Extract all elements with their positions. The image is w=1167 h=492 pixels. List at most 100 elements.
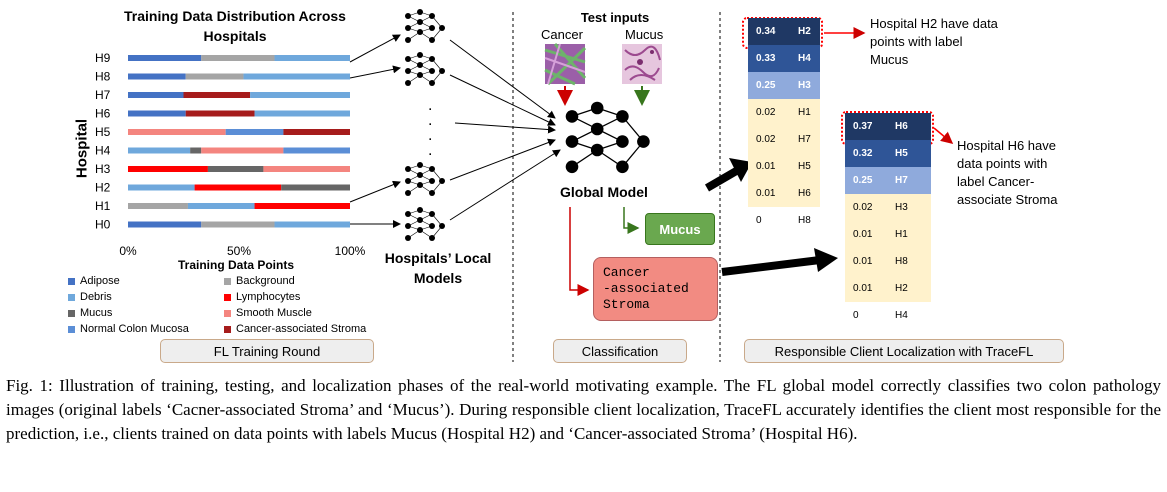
bar-segment: [128, 129, 226, 135]
bar-segment: [283, 129, 350, 135]
annotation-line: Hospital H6 have: [957, 138, 1056, 153]
test-inputs-title: Test inputs: [580, 10, 650, 25]
y-tick-label: H8: [95, 70, 111, 84]
bar-segment: [283, 147, 350, 154]
arrow: [349, 180, 401, 203]
section-label-localization: Responsible Client Localization with Tra…: [744, 339, 1064, 363]
score-value: 0.01: [756, 188, 776, 199]
hospital-id: H3: [895, 202, 908, 213]
legend-label: Adipose: [80, 275, 120, 287]
score-value: 0.01: [853, 229, 873, 240]
arrow: [623, 207, 640, 234]
x-tick-label: 100%: [335, 244, 366, 258]
legend-label: Smooth Muscle: [236, 307, 312, 319]
hospital-id: H2: [895, 283, 908, 294]
local-model-icon: [404, 51, 446, 87]
stroma-output-box: Cancer -associated Stroma: [593, 257, 718, 321]
bar-segment: [274, 55, 350, 61]
annotation-h6: Hospital H6 have data points with label …: [957, 137, 1057, 209]
mucus-output-box: Mucus: [645, 213, 715, 245]
hospital-id: H6: [798, 188, 811, 199]
bar-segment: [201, 147, 284, 154]
hospital-id: H4: [895, 310, 908, 321]
arrow: [449, 74, 556, 126]
ellipsis-dot: .: [428, 112, 432, 129]
stroma-line: Cancer: [603, 265, 650, 280]
score-value: 0.01: [853, 256, 873, 267]
bar-segment: [128, 92, 184, 98]
score-value: 0.25: [756, 80, 776, 91]
bar-segment: [128, 184, 195, 191]
annotation-h2: Hospital H2 have data points with label …: [870, 15, 998, 69]
y-tick-label: H6: [95, 107, 111, 121]
bar-segment: [190, 147, 202, 154]
score-value: 0.02: [853, 202, 873, 213]
legend-item: Normal Colon Mucosa: [68, 323, 189, 335]
y-tick-label: H0: [95, 218, 111, 232]
global-model-label: Global Model: [560, 184, 648, 200]
legend-item: Lymphocytes: [224, 291, 300, 303]
score-value: 0: [853, 310, 859, 321]
y-tick-label: H3: [95, 162, 111, 176]
table-row: 0.02 H3: [845, 194, 931, 221]
legend-swatch: [68, 325, 75, 333]
bar-segment: [207, 166, 264, 172]
bar-segment: [201, 221, 275, 228]
hospital-id: H4: [798, 53, 811, 64]
chart-title-line2: Hospitals: [203, 28, 267, 44]
hospital-id: H7: [798, 134, 811, 145]
bar-segment: [128, 221, 202, 228]
annotation-line: Mucus: [870, 52, 909, 67]
legend-label: Mucus: [80, 307, 113, 319]
bar-segment: [128, 73, 186, 80]
local-models-label: Hospitals’ Local Models: [383, 248, 493, 288]
bar-segment: [254, 203, 350, 209]
legend-swatch: [224, 277, 231, 285]
legend-swatch: [68, 277, 75, 285]
legend-item: Cancer-associated Stroma: [224, 323, 366, 335]
legend-label: Background: [236, 275, 295, 287]
bar-segment: [263, 166, 350, 172]
legend-label: Cancer-associated Stroma: [236, 323, 367, 335]
arrow: [449, 39, 556, 119]
legend-swatch: [68, 293, 75, 301]
table-row: 0.01 H2: [845, 275, 931, 302]
legend-swatch: [224, 309, 231, 317]
section-label-classification: Classification: [553, 339, 687, 363]
bar-segment: [185, 73, 244, 80]
legend-label: Lymphocytes: [236, 291, 301, 303]
legend-item: Debris: [68, 291, 112, 303]
legend-swatch: [224, 293, 231, 301]
annotation-line: data points with: [957, 156, 1048, 171]
arrow: [449, 138, 556, 181]
chart-title-line1: Training Data Distribution Across: [124, 8, 346, 24]
bar-segment: [128, 110, 186, 117]
annotation-line: label Cancer-: [957, 174, 1035, 189]
score-value: 0.33: [756, 53, 776, 64]
bar-segment: [281, 184, 350, 191]
bar-segment: [225, 129, 284, 135]
thick-arrow: [704, 158, 752, 192]
bar-segment: [254, 110, 350, 117]
bar-segment: [187, 203, 255, 209]
arrow: [933, 127, 954, 144]
bar-segment: [194, 184, 282, 191]
cancer-label: Cancer: [541, 27, 583, 42]
legend-swatch: [224, 325, 231, 333]
hospital-id: H6: [895, 121, 908, 132]
chart-title: Training Data Distribution Across Hospit…: [110, 6, 360, 46]
figure: Training Data Distribution Across Hospit…: [68, 6, 1064, 363]
score-value: 0.01: [853, 283, 873, 294]
legend-item: Smooth Muscle: [224, 307, 312, 319]
bar-segment: [128, 166, 208, 172]
section-label-training: FL Training Round: [160, 339, 374, 363]
score-value: 0.01: [756, 161, 776, 172]
